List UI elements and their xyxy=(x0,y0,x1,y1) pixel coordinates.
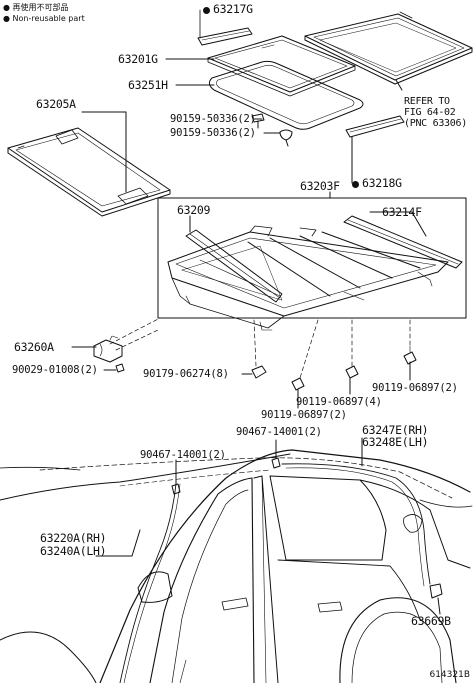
legend-jp-text: 再使用不可部品 xyxy=(12,3,69,12)
bolt-90159-b xyxy=(280,130,292,146)
rail-63209 xyxy=(186,230,282,302)
legend-en-text: Non-reusable part xyxy=(12,14,85,23)
refer-note: REFER TO FIG 64-02 (PNC 63306) xyxy=(404,96,467,129)
sunroof-housing-assembly xyxy=(168,226,448,330)
label-63240A: 63240A(LH) xyxy=(40,544,107,558)
leader-63669B xyxy=(438,598,440,614)
refer-line-3: (PNC 63306) xyxy=(404,118,467,129)
label-90119-b: 90119-06897(4) xyxy=(296,396,382,408)
drive-motor xyxy=(94,336,122,362)
label-63205A: 63205A xyxy=(36,97,76,111)
label-90179: 90179-06274(8) xyxy=(143,368,229,380)
label-63247E: 63247E(RH) xyxy=(362,423,429,437)
label-63217G: 63217G xyxy=(203,3,253,15)
deflector-strip-rear xyxy=(346,116,404,137)
label-63251H: 63251H xyxy=(128,78,168,92)
bolt-90159-a xyxy=(252,114,264,128)
bolt-90119-c xyxy=(292,378,304,390)
deflector-strip-front xyxy=(198,28,252,45)
bolt-90119-b xyxy=(346,366,358,378)
refer-line-2: FIG 64-02 xyxy=(404,107,456,118)
label-90159-a: 90159-50336(2) xyxy=(170,113,256,125)
drain-hose-rear xyxy=(282,464,430,586)
label-90029: 90029-01008(2) xyxy=(12,364,98,376)
label-90467-b: 90467-14001(2) xyxy=(236,426,322,438)
label-90119-c: 90119-06897(2) xyxy=(261,409,347,421)
leader-63220A xyxy=(96,530,140,556)
label-63260A: 63260A xyxy=(14,340,54,354)
leader-63205A xyxy=(82,112,126,192)
housing-frame xyxy=(8,128,170,216)
nut-90179 xyxy=(252,366,266,378)
label-63669B: 63669B xyxy=(411,614,451,628)
vehicle-body xyxy=(0,450,472,683)
label-63248E: 63248E(LH) xyxy=(362,435,429,449)
clip-90467-rear xyxy=(272,458,280,468)
label-63203F: 63203F xyxy=(300,179,340,193)
assembly-box xyxy=(158,198,466,318)
refer-line-1: REFER TO xyxy=(404,96,450,107)
screw-90029 xyxy=(116,364,124,372)
label-63218G: 63218G xyxy=(352,177,402,189)
legend-jp: ● 再使用不可部品 xyxy=(3,3,69,13)
glass-panel xyxy=(208,36,355,96)
diagram-code: 614321B xyxy=(429,670,470,680)
label-90119-a: 90119-06897(2) xyxy=(372,382,458,394)
label-90159-b: 90159-50336(2) xyxy=(170,127,256,139)
label-63209: 63209 xyxy=(177,203,211,217)
rail-63214F xyxy=(344,216,462,268)
label-63214F: 63214F xyxy=(382,205,422,219)
non-reusable-dot xyxy=(203,7,210,14)
label-63220A: 63220A(RH) xyxy=(40,531,107,545)
glass-weatherstrip xyxy=(209,61,363,129)
dash-motor xyxy=(110,318,160,344)
leader-63214F xyxy=(370,212,426,236)
label-90467-a: 90467-14001(2) xyxy=(140,449,226,461)
bolt-90119-a xyxy=(404,346,416,364)
drain-hose-front xyxy=(120,484,180,683)
label-63201G: 63201G xyxy=(118,52,158,66)
leader-refer xyxy=(396,80,402,90)
bullet-symbol: ● xyxy=(3,14,10,23)
non-reusable-dot xyxy=(352,181,359,188)
clip-90467-front xyxy=(172,484,180,494)
sunshade-panel xyxy=(305,12,472,84)
hose-clamp-63669B xyxy=(430,584,442,598)
legend-en: ● Non-reusable part xyxy=(3,14,85,24)
bullet-symbol: ● xyxy=(3,3,10,12)
